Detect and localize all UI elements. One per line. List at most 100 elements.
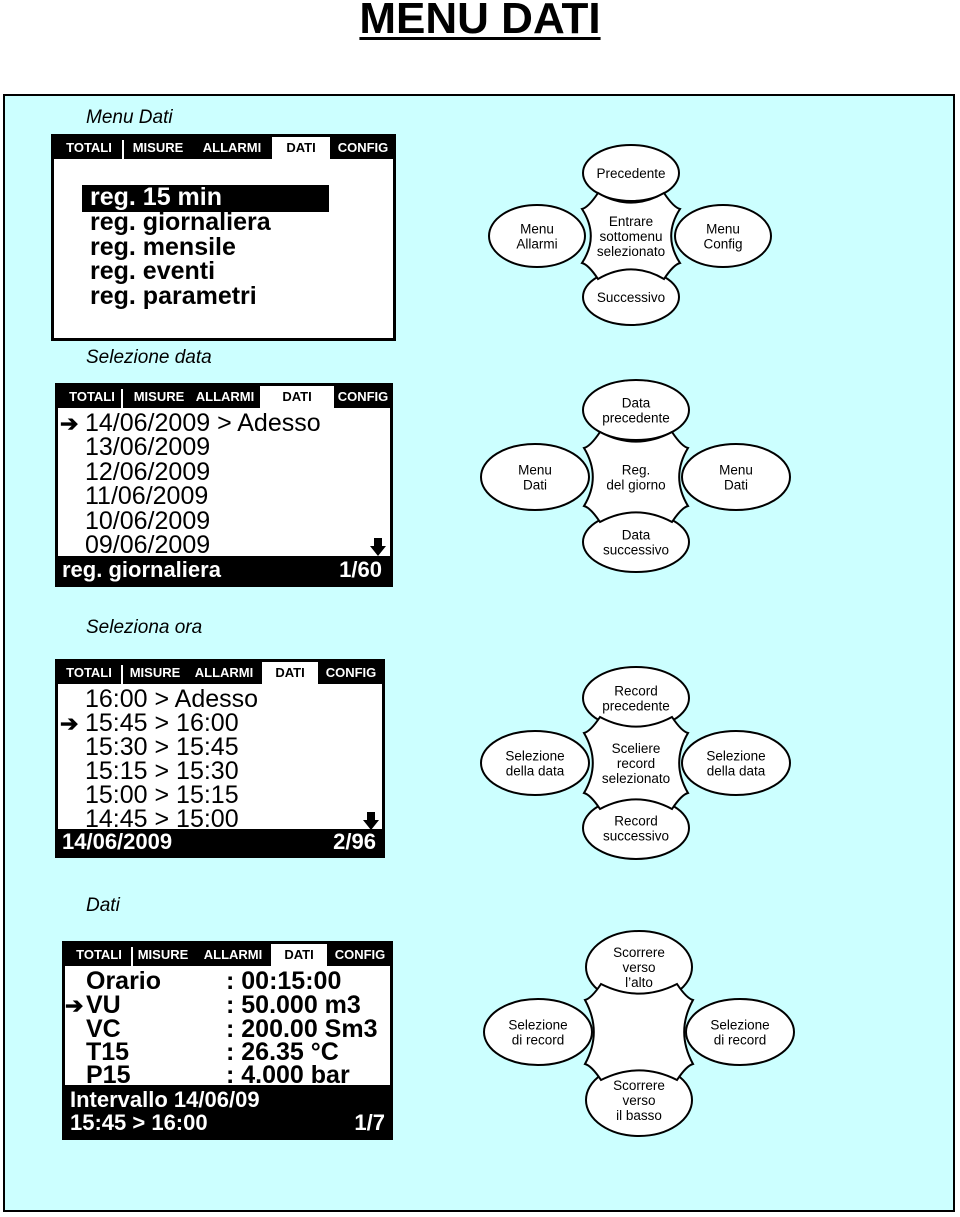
date-row-selected[interactable]: 14/06/2009 > Adesso: [85, 409, 321, 437]
section-label-menu-dati: Menu Dati: [86, 107, 173, 128]
nav-up-button[interactable]: [582, 144, 680, 202]
nav-down-label: successivo: [603, 829, 669, 844]
tab-config[interactable]: CONFIG: [337, 389, 389, 404]
footer-page-counter: 1/7: [354, 1110, 385, 1135]
nav-enter-button[interactable]: [582, 715, 690, 811]
data-field-name[interactable]: VU: [86, 991, 121, 1019]
tab-separator: [122, 140, 124, 159]
lcd-footer: 14/06/2009 2/96: [58, 829, 382, 855]
nav-right-button[interactable]: [681, 443, 791, 511]
tab-separator: [131, 947, 133, 966]
tab-allarmi[interactable]: ALLARMI: [203, 947, 263, 962]
nav-right-button[interactable]: [681, 730, 791, 796]
tab-totali[interactable]: TOTALI: [66, 665, 112, 680]
date-row[interactable]: 10/06/2009: [85, 507, 211, 535]
nav-left-button[interactable]: [483, 998, 593, 1066]
lcd-footer: reg. giornaliera 1/60: [58, 556, 390, 584]
list-item[interactable]: reg. giornaliera: [90, 208, 271, 236]
nav-right-label: Dati: [724, 478, 748, 493]
date-row[interactable]: 13/06/2009: [85, 433, 211, 461]
lcd-screen-seleziona-ora: TOTALI MISURE ALLARMI DATI CONFIG 16:00 …: [55, 659, 385, 858]
time-row[interactable]: 15:15 > 15:30: [85, 757, 239, 785]
tab-misure[interactable]: MISURE: [133, 389, 185, 404]
tab-config[interactable]: CONFIG: [325, 665, 377, 680]
nav-right-button[interactable]: [685, 998, 795, 1066]
nav-enter-label: del giorno: [606, 478, 665, 493]
lcd-footer: Intervallo 14/06/09 15:45 > 16:00 1/7: [65, 1085, 390, 1137]
nav-enter-label: selezionato: [597, 244, 665, 259]
time-row[interactable]: 15:00 > 15:15: [85, 781, 239, 809]
nav-enter-button[interactable]: [580, 191, 682, 281]
nav-enter-button[interactable]: [583, 982, 695, 1082]
nav-right-label: di record: [714, 1033, 767, 1048]
tab-totali[interactable]: TOTALI: [76, 947, 122, 962]
time-row-selected[interactable]: 15:45 > 16:00: [85, 709, 239, 737]
list-item[interactable]: reg. mensile: [90, 233, 236, 261]
nav-enter-label: record: [617, 756, 655, 771]
tab-misure[interactable]: MISURE: [137, 947, 189, 962]
time-row[interactable]: 14:45 > 15:00: [85, 805, 239, 833]
tab-dati[interactable]: DATI: [272, 137, 330, 159]
selection-arrow-icon: ➔: [60, 411, 79, 436]
nav-enter-label: Reg.: [622, 463, 651, 478]
tab-misure[interactable]: MISURE: [129, 665, 181, 680]
nav-right-label: Selezione: [706, 749, 765, 764]
data-field-name[interactable]: P15: [86, 1061, 131, 1089]
date-row[interactable]: 12/06/2009: [85, 458, 211, 486]
footer-date: 14/06/2009: [62, 829, 173, 854]
nav-right-button[interactable]: [674, 204, 772, 268]
footer-register-label: reg. giornaliera: [62, 557, 221, 582]
date-row[interactable]: 09/06/2009: [85, 531, 211, 559]
nav-left-button[interactable]: [480, 730, 590, 796]
nav-down-label: il basso: [616, 1108, 662, 1123]
nav-down-label: successivo: [603, 543, 669, 558]
nav-down-label: verso: [622, 1093, 655, 1108]
tab-config[interactable]: CONFIG: [337, 140, 389, 155]
nav-left-label: Menu: [520, 222, 554, 237]
tab-config[interactable]: CONFIG: [334, 947, 386, 962]
time-row[interactable]: 15:30 > 15:45: [85, 733, 239, 761]
footer-interval: Intervallo 14/06/09: [70, 1087, 260, 1112]
time-row[interactable]: 16:00 > Adesso: [85, 685, 259, 713]
nav-up-label: Precedente: [596, 166, 665, 181]
nav-left-label: Dati: [523, 478, 547, 493]
tab-allarmi[interactable]: ALLARMI: [202, 140, 262, 155]
tab-dati[interactable]: DATI: [271, 944, 327, 966]
lcd-tab-bar: TOTALI MISURE ALLARMI DATI CONFIG: [54, 137, 393, 159]
tab-misure[interactable]: MISURE: [132, 140, 184, 155]
tab-totali[interactable]: TOTALI: [69, 389, 115, 404]
lcd-tab-bar: TOTALI MISURE ALLARMI DATI CONFIG: [65, 944, 390, 966]
nav-up-label: Data: [622, 396, 651, 411]
data-field-value: : 4.000 bar: [226, 1061, 350, 1089]
nav-left-label: Selezione: [508, 1018, 567, 1033]
lcd-screen-selezione-data: TOTALI MISURE ALLARMI DATI CONFIG ➔ 14/0…: [55, 383, 393, 587]
nav-left-button[interactable]: [488, 204, 586, 268]
lcd-tab-bar: TOTALI MISURE ALLARMI DATI CONFIG: [58, 386, 390, 408]
section-label-dati: Dati: [86, 895, 120, 916]
list-item[interactable]: reg. eventi: [90, 257, 216, 285]
tab-totali[interactable]: TOTALI: [66, 140, 112, 155]
list-item[interactable]: reg. parametri: [90, 282, 257, 310]
nav-up-label: precedente: [602, 411, 670, 426]
tab-dati[interactable]: DATI: [260, 386, 334, 408]
nav-left-label: Selezione: [505, 749, 564, 764]
nav-left-button[interactable]: [480, 443, 590, 511]
nav-enter-label: Sceliere: [612, 741, 661, 756]
scroll-down-icon: [363, 812, 379, 830]
nav-enter-button[interactable]: [582, 430, 690, 524]
lcd-tab-bar: TOTALI MISURE ALLARMI DATI CONFIG: [58, 662, 382, 684]
list-item-selected[interactable]: reg. 15 min: [90, 183, 222, 211]
nav-up-label: l’alto: [625, 975, 653, 990]
tab-allarmi[interactable]: ALLARMI: [195, 389, 255, 404]
nav-up-button[interactable]: [582, 379, 690, 441]
nav-right-label: Selezione: [710, 1018, 769, 1033]
tab-allarmi[interactable]: ALLARMI: [194, 665, 254, 680]
nav-left-label: Menu: [518, 463, 552, 478]
tab-dati[interactable]: DATI: [262, 662, 318, 684]
date-row[interactable]: 11/06/2009: [85, 482, 209, 510]
nav-left-label: Allarmi: [516, 237, 557, 252]
data-field-name[interactable]: T15: [86, 1038, 130, 1066]
scroll-down-icon: [370, 538, 386, 556]
footer-page-counter: 2/96: [333, 829, 376, 854]
data-field-name[interactable]: VC: [86, 1015, 121, 1043]
